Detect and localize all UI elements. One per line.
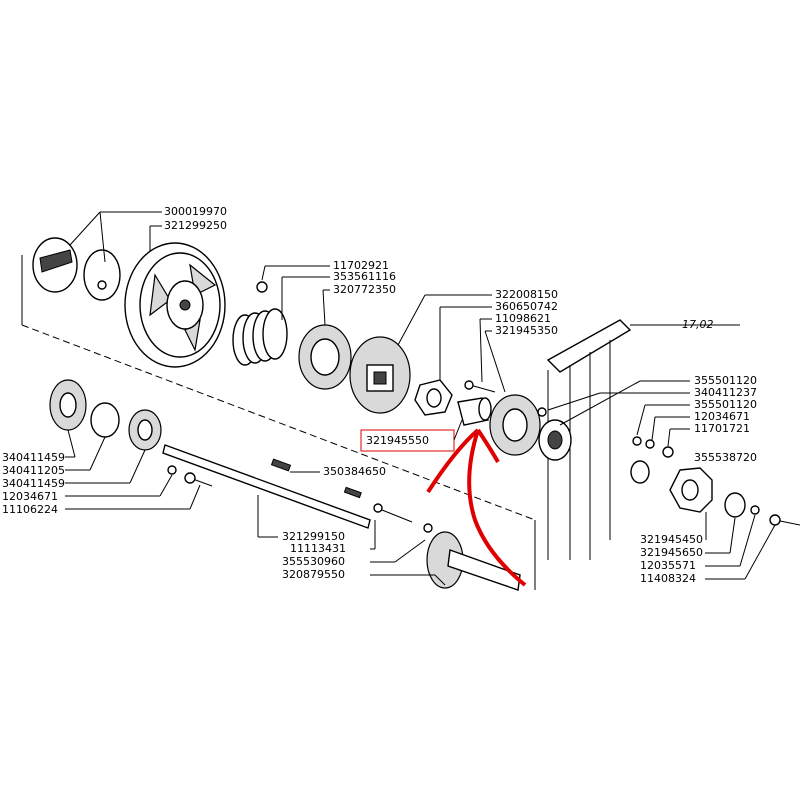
callout-label: 322008150 — [495, 288, 558, 301]
callout-label: 300019970 — [164, 205, 227, 218]
flange-right — [489, 394, 541, 456]
callout-label: 12035571 — [640, 559, 696, 572]
callout-label: 355538720 — [694, 451, 757, 464]
callout-label: 353561116 — [333, 270, 396, 283]
callout-label: 11408324 — [640, 572, 696, 585]
housing — [349, 336, 411, 414]
callout-label: 340411459 — [2, 451, 65, 464]
callout-label: 321945350 — [495, 324, 558, 337]
callout-label: 320879550 — [282, 568, 345, 581]
spring — [232, 281, 288, 366]
callout-label: 12034671 — [694, 410, 750, 423]
callout-label: 11106224 — [2, 503, 58, 516]
callout-label: 340411205 — [2, 464, 65, 477]
callout-label: 340411459 — [2, 477, 65, 490]
callout-label: 355530960 — [282, 555, 345, 568]
callout-label: 355501120 — [694, 374, 757, 387]
page-ref: 17,02 — [682, 318, 714, 331]
callouts-right-upper: 355501120 340411237 355501120 12034671 1… — [547, 374, 757, 464]
bearing-flanges-left — [49, 379, 213, 487]
ring — [298, 324, 352, 390]
callout-label: 321945650 — [640, 546, 703, 559]
bushing — [457, 397, 492, 426]
bearing — [537, 407, 572, 461]
pulley — [124, 242, 226, 368]
callout-label: 11113431 — [290, 542, 346, 555]
bolt — [464, 380, 496, 393]
highlight-leader — [453, 419, 463, 441]
nut — [414, 379, 453, 416]
callouts-top: 300019970 321299250 11702921 353561116 3… — [69, 205, 558, 393]
callout-label: 12034671 — [2, 490, 58, 503]
highlight-arrow-head-right — [476, 428, 500, 463]
callout-label: 355501120 — [694, 398, 757, 411]
screw — [373, 503, 413, 523]
callouts-right-lower: 321945450 321945650 12035571 11408324 — [640, 512, 776, 585]
callout-label: 350384650 — [323, 465, 386, 478]
sprocket — [630, 436, 800, 526]
frame-diagonal — [21, 324, 536, 521]
callout-label: 320772350 — [333, 283, 396, 296]
bracket — [546, 319, 740, 560]
callout-label: 360650742 — [495, 300, 558, 313]
highlight-arrow-head-left — [426, 428, 480, 494]
callouts-center: 350384650 321299150 11113431 355530960 3… — [257, 465, 446, 586]
coupling-flange — [32, 237, 121, 301]
callout-label: 11702921 — [333, 259, 389, 272]
hub-shaft — [423, 523, 521, 591]
callout-label: 321299150 — [282, 530, 345, 543]
highlighted-part-label: 321945550 — [366, 434, 429, 447]
callout-label: 340411237 — [694, 386, 757, 399]
callout-label: 11098621 — [495, 312, 551, 325]
callout-label: 321299250 — [164, 219, 227, 232]
highlight-arrow-shaft — [467, 429, 527, 587]
callout-label: 11701721 — [694, 422, 750, 435]
frame-outline — [21, 255, 536, 590]
callout-label: 321945450 — [640, 533, 703, 546]
shaft — [162, 444, 371, 529]
callouts-left: 340411459 340411205 340411459 12034671 1… — [2, 429, 201, 516]
highlight-box — [360, 429, 455, 452]
